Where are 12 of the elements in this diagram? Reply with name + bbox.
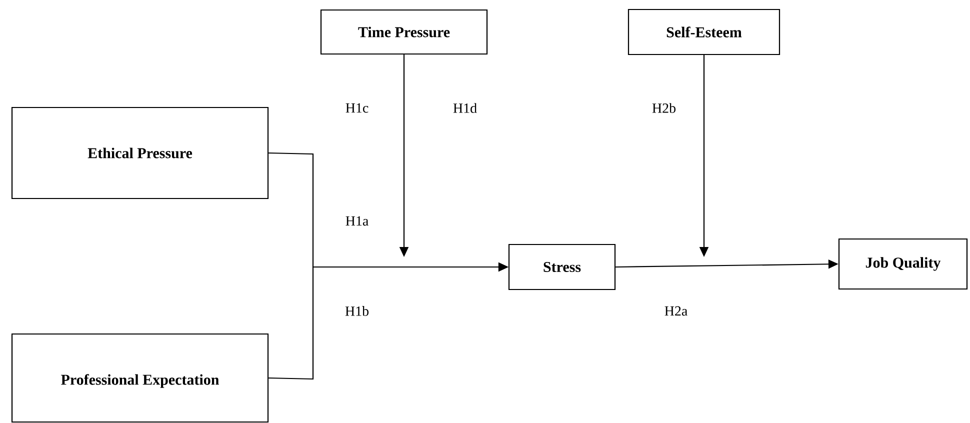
concept-box: Professional Expectation	[11, 333, 269, 423]
concept-box: Self-Esteem	[628, 8, 780, 56]
hypothesis-label: H1d	[453, 103, 477, 113]
hypothesis-label: H1b	[345, 306, 369, 316]
hypothesis-label: H2a	[664, 306, 688, 316]
hypothesis-label: H1c	[346, 103, 368, 113]
concept-box: Stress	[508, 244, 616, 290]
hypothesis-label: H2b	[652, 103, 676, 113]
hypothesis-label: H1a	[346, 216, 368, 226]
concept-box: Job Quality	[838, 238, 968, 290]
concept-box: Ethical Pressure	[11, 106, 269, 200]
concept-box: Time Pressure	[320, 9, 488, 55]
